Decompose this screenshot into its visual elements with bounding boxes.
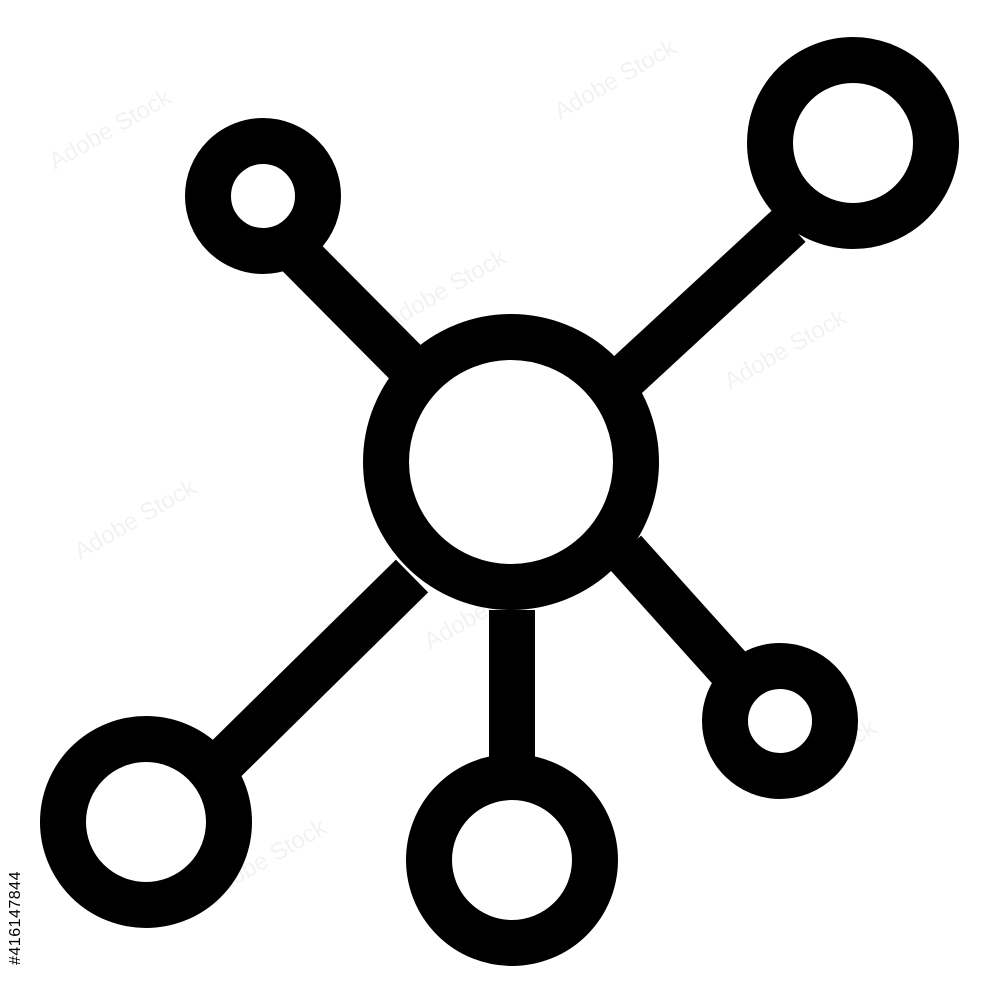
nodes <box>40 37 959 966</box>
watermark-text-5: Adobe Stock <box>70 473 202 565</box>
bottom-node <box>406 754 618 966</box>
link-center-bottom-left <box>206 559 429 779</box>
bottom-left-node <box>40 716 252 928</box>
links <box>206 208 806 779</box>
watermark-text-4: Adobe Stock <box>720 303 852 395</box>
stock-id-label: #416147844 <box>7 871 24 965</box>
watermark-text-2: Adobe Stock <box>550 33 682 125</box>
link-center-bottom-right <box>606 535 749 686</box>
link-center-top-left <box>277 233 435 392</box>
top-left-node <box>185 118 341 274</box>
top-right-node <box>747 37 959 249</box>
link-center-top-right <box>604 208 806 399</box>
hub-node <box>363 314 659 610</box>
watermark-text-1: Adobe Stock <box>45 83 177 175</box>
bottom-right-node <box>702 643 858 799</box>
